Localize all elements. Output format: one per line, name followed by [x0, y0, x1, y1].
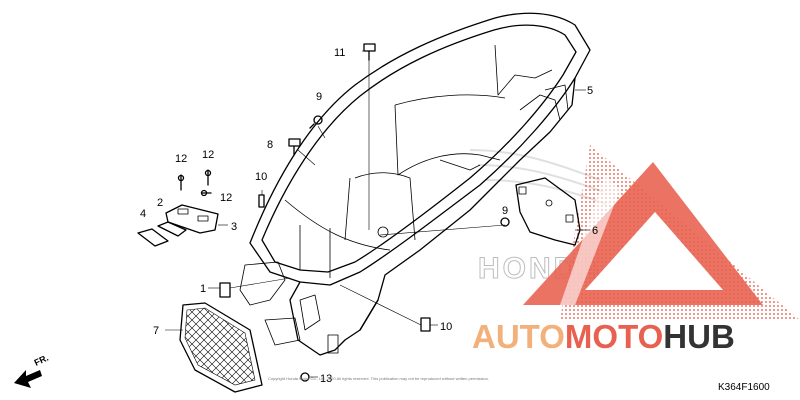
luggage-box [239, 12, 591, 356]
callout-8: 8 [267, 139, 273, 151]
callout-10-left: 10 [255, 171, 267, 183]
bolt-13 [300, 372, 310, 382]
arrow-icon [14, 370, 42, 388]
triangle-logo [523, 145, 800, 320]
clip-1 [219, 282, 231, 298]
bolt-8 [288, 138, 301, 156]
screw-9a [309, 115, 323, 129]
leader-lines [165, 50, 590, 378]
direction-label: FR. [33, 353, 50, 368]
callout-12-a: 12 [175, 153, 187, 165]
nut-10a [258, 194, 265, 208]
pad-4 [137, 228, 169, 247]
grille-panel-7 [179, 302, 263, 393]
diagram-part-code: K364F1600 [718, 382, 770, 393]
callout-1: 1 [200, 283, 206, 295]
copyright-notice: Copyright Honda Motor Co., Ltd. 2020 All… [268, 376, 489, 381]
callout-12-b: 12 [202, 149, 214, 161]
callout-9-right: 9 [502, 205, 508, 217]
svg-text:AUTOMOTOHUB: AUTOMOTOHUB [472, 318, 735, 355]
bolt-11 [363, 43, 376, 61]
callout-5: 5 [587, 85, 593, 97]
rivet-12c [200, 189, 212, 197]
screw-9b [500, 217, 510, 227]
callout-3: 3 [231, 221, 237, 233]
callout-7: 7 [153, 325, 159, 337]
brand-moto: MOTO [565, 318, 663, 355]
nut-10b [420, 317, 431, 332]
watermark-logo: HONDA AUTOMOTOHUB [469, 145, 800, 355]
brand-auto: AUTO [472, 318, 565, 355]
callout-4: 4 [140, 208, 146, 220]
callout-6: 6 [592, 225, 598, 237]
pad-2 [157, 221, 187, 237]
bracket-6 [515, 177, 581, 246]
callouts: 1 2 3 4 5 6 7 8 9 9 10 10 11 12 12 12 13 [140, 47, 598, 385]
callout-11: 11 [334, 47, 345, 59]
clip-plate-3 [165, 204, 219, 234]
callout-12-c: 12 [220, 192, 232, 204]
callout-2: 2 [157, 197, 163, 209]
brand-hub: HUB [663, 318, 735, 355]
callout-13: 13 [320, 373, 332, 385]
callout-10-right: 10 [440, 321, 452, 333]
brand-wordmark: AUTOMOTOHUB [472, 318, 735, 355]
front-direction-indicator: FR. [14, 353, 50, 388]
rivet-12a [177, 174, 185, 191]
rivet-12b [204, 169, 212, 186]
callout-9-top: 9 [316, 91, 322, 103]
